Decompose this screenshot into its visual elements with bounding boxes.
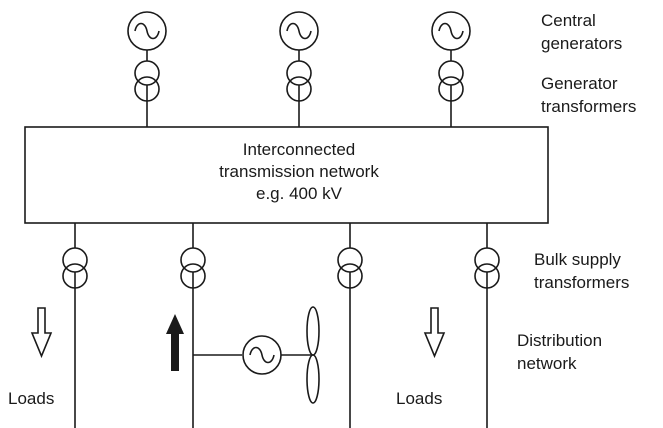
transformer-icon — [474, 247, 500, 289]
central-generators-label-2: generators — [541, 34, 622, 53]
bulk-supply-label-2: transformers — [534, 273, 629, 292]
network-label-line-3: e.g. 400 kV — [256, 184, 343, 203]
generator-icon — [242, 335, 282, 375]
transformer-icon — [180, 247, 206, 289]
generator-icon — [127, 11, 167, 51]
transformer-icon — [337, 247, 363, 289]
transformer-icon — [438, 60, 464, 102]
loads-label-right: Loads — [396, 389, 442, 408]
transformer-icon — [286, 60, 312, 102]
transmission-network-box — [24, 126, 549, 224]
embedded-wind-generation — [193, 306, 320, 404]
network-label-line-2: transmission network — [219, 162, 379, 181]
feeder-1 — [62, 223, 88, 428]
network-label-line-1: Interconnected — [243, 140, 355, 159]
distribution-network-label-2: network — [517, 354, 577, 373]
load-arrow-icon — [423, 307, 446, 359]
generator-icon — [431, 11, 471, 51]
wind-turbine-icon — [306, 306, 320, 404]
feeder-4 — [474, 223, 500, 428]
generation-arrow-icon — [166, 314, 184, 371]
bulk-supply-label-1: Bulk supply — [534, 250, 621, 269]
central-generators-label-1: Central — [541, 11, 596, 30]
central-generator-2 — [279, 11, 319, 127]
transformer-icon — [134, 60, 160, 102]
generator-transformers-label-2: transformers — [541, 97, 636, 116]
generator-transformers-label-1: Generator — [541, 74, 618, 93]
generator-icon — [279, 11, 319, 51]
distribution-network-label-1: Distribution — [517, 331, 602, 350]
feeder-2 — [180, 223, 206, 428]
feeder-3 — [337, 223, 363, 428]
loads-label-left: Loads — [8, 389, 54, 408]
central-generator-1 — [127, 11, 167, 127]
load-arrow-icon — [30, 307, 53, 359]
central-generator-3 — [431, 11, 471, 127]
transformer-icon — [62, 247, 88, 289]
